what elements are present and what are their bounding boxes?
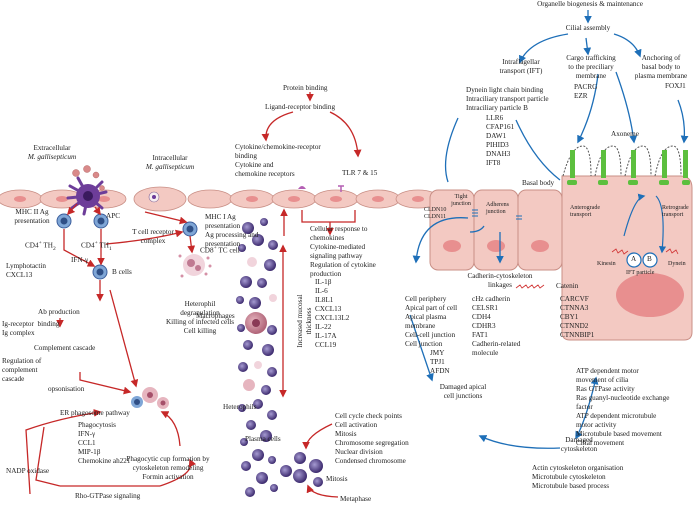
label-pacrg: PACRG EZR [574,83,598,100]
label-cytokine-receptor: Cytokine/chemokine-receptor binding Cyto… [235,143,321,178]
label-heterophil: Heterophil degranulation Killing of infe… [165,300,235,335]
label-b: B [647,255,652,263]
label-cd8: CD8+ TC cell [200,245,240,255]
label-opsonisation: opsonisation [48,385,85,393]
mucosal-cells [236,218,278,497]
epithelial-layer [0,189,441,209]
cd4-th2-cell [56,213,72,229]
label-atp-list: ATP dependent motor movement of cilia Ra… [576,367,670,447]
label-dynein: Dynein [668,261,686,267]
opsonised-cells [131,387,169,409]
label-cargo: Cargo trafficking to the preciliary memb… [566,54,616,80]
label-organelle: Organelle biogenesis & maintenance [537,0,643,8]
label-metaphase: Metaphase [340,495,372,503]
cd8-tc-cell [182,221,198,237]
label-tight: Tight junction [451,194,471,207]
label-apc: APC [106,212,120,220]
label-macrophages: Macrophages [196,312,235,320]
heterophil-degranulation-cell [178,254,212,278]
label-tlr: TLR 7 & 15 [342,169,378,177]
label-cd4-th2: CD4+ TH2 [25,240,56,252]
label-adherens: Adherens junction [486,202,509,215]
label-phago-list: Phagocytosis IFN-γ CCL1 MIP-1β Chemokine… [78,421,131,465]
label-cadherin: Cadherin-cytoskeleton linkages [467,272,533,289]
label-cytokines: IL-1β IL-6 IL8L1 CXCL13 CXCL13L2 IL-22 I… [315,278,350,349]
label-cyto-list: Actin cytoskeleton organisation Microtub… [532,464,624,490]
label-complement: Complement cascade [34,344,96,352]
cd4-th1-cell [93,213,109,229]
junction-symbols [472,209,522,220]
label-extracellular: Extracellular [33,144,71,152]
label-heterophils: Heterophils [223,403,257,411]
apc-cell [66,176,108,216]
label-catenin: Catenin [556,282,579,290]
label-periphery: Cell periphery Apical part of cell Apica… [405,295,458,348]
label-increased-mucosal: Increased mucosal thickness [296,294,313,348]
label-cycle: Cell cycle check points Cell activation … [335,412,409,465]
label-damaged-cyto: Damaged cytoskeleton [560,436,598,453]
label-mhc2: MHC II Ag presentation [14,208,50,225]
label-catenin-genes: CARCVF CTNNA3 CBY1 CTNND2 CTNNBIP1 [560,295,595,339]
cilia [562,145,690,185]
label-er: ER phagosome pathway [60,409,130,417]
mitosis-cells [280,452,323,487]
infected-cell [133,186,187,212]
label-ift-particle: IFT particle [626,270,655,276]
label-cldn: CLDN10 CLDN11 [424,207,447,220]
label-reg-complement: Regulation of complement cascade [2,357,42,383]
label-cadherin-genes: cHz cadherin CELSR1 CDH4 CDHR3 FAT1 Cadh… [472,295,521,357]
label-ab-prod: Ab production [38,308,80,316]
label-intracellular: Intracellular [152,154,188,162]
label-m-gallisepticum-int: M. gallisepticum [145,163,195,171]
label-dynein-list: Dynein light chain binding Intraciliary … [466,86,549,112]
label-foxj1: FOXJ1 [665,82,686,90]
label-axoneme: Axoneme [611,130,639,138]
label-m-gallisepticum-ext: M. gallisepticum [27,153,77,161]
label-jmy: JMY TPJ1 AFDN [430,349,450,375]
label-protein-binding: Protein binding [283,84,328,92]
label-rho: Rho-GTPase signaling [75,492,141,500]
label-lympho: Lymphotactin CXCL13 [6,262,46,279]
label-phago-cup: Phagocytic cup formation by cytoskeleton… [126,455,210,481]
label-mhc1: MHC I Ag presentation Ag processing and … [205,213,259,248]
label-anterograde: Anterograde transport [570,205,600,218]
ciliated-epithelium [429,175,693,341]
label-ligand-receptor: Ligand-receptor binding [265,103,336,111]
label-ifn: IFN-γ [71,256,89,264]
label-plasma: Plasma cells [245,435,281,443]
label-bcells: B cells [112,268,132,276]
label-genes-ift: LLR6 CFAP161 DAW1 PIHID3 DNAH3 IFT8 [486,114,515,167]
b-cell [92,264,108,280]
label-nadp: NADP oxidase [6,467,50,475]
ift-particle [611,193,679,268]
label-cilial-assembly: Cilial assembly [565,24,611,32]
label-cd4-th1: CD4+ TH1 [81,240,112,252]
blue-arrows [409,10,689,449]
label-cellular-response: Cellular response to chemokines Cytokine… [310,225,376,278]
label-tcr: T cell receptor complex [132,228,174,245]
label-retrograde: Retrograde transport [662,205,689,218]
label-mitosis: Mitosis [326,475,348,483]
label-damaged-apical: Damaged apical cell junctions [439,383,487,400]
label-kinesin: Kinesin [597,261,616,267]
label-ift: Intraflagellar transport (IFT) [499,58,543,75]
red-arrows [25,92,362,498]
receptors [298,185,344,192]
label-a: A [631,255,637,263]
label-ig-receptor: Ig-receptor binding Ig complex [2,320,60,337]
label-anchoring: Anchoring of basal body to plasma membra… [634,54,688,80]
label-basal-body: Basal body [522,179,555,187]
